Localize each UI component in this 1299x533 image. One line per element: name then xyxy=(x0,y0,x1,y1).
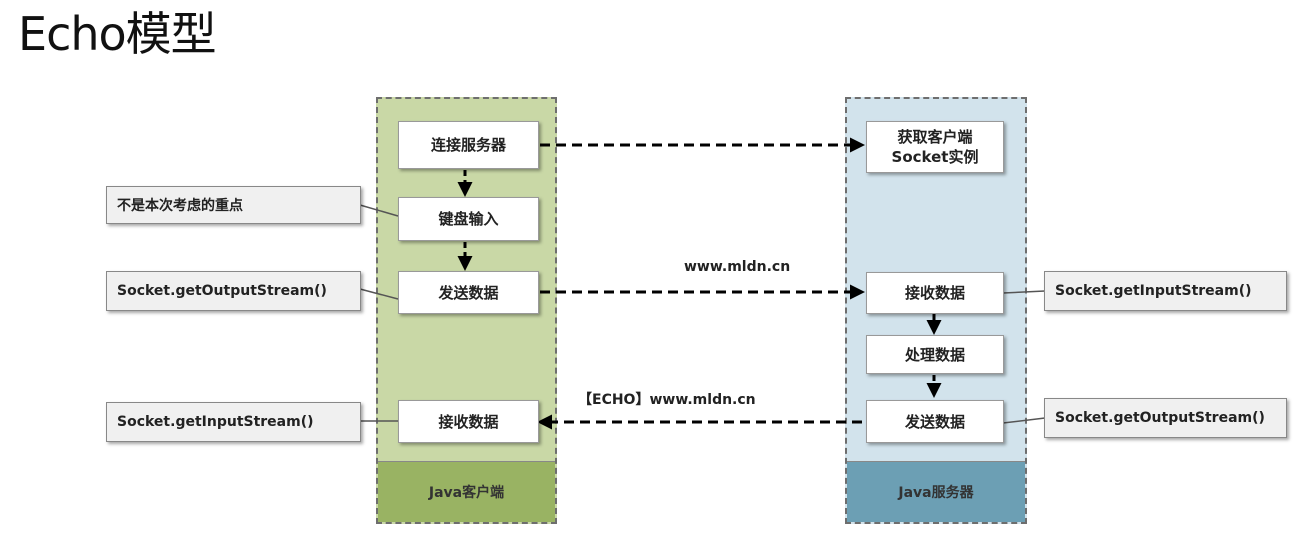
input-note: 不是本次考虑的重点 xyxy=(106,186,361,224)
server-receive-box: 接收数据 xyxy=(866,272,1004,314)
pointer-server-send-note xyxy=(1002,417,1046,424)
server-panel-label: Java服务器 xyxy=(847,461,1025,522)
server-send-note: Socket.getOutputStream() xyxy=(1044,398,1287,438)
request-label: www.mldn.cn xyxy=(684,259,791,275)
server-process-box: 处理数据 xyxy=(866,335,1004,374)
client-input-box: 键盘输入 xyxy=(398,197,539,241)
pointer-input-note xyxy=(359,204,399,217)
client-connect-box: 连接服务器 xyxy=(398,121,539,169)
client-send-note: Socket.getOutputStream() xyxy=(106,271,361,311)
pointer-server-receive-note xyxy=(1002,290,1046,294)
server-accept-box: 获取客户端 Socket实例 xyxy=(866,121,1004,173)
client-send-box: 发送数据 xyxy=(398,271,539,314)
server-send-box: 发送数据 xyxy=(866,400,1004,443)
page-title: Echo模型 xyxy=(18,7,217,61)
pointer-client-send-note xyxy=(359,288,399,300)
server-receive-note: Socket.getInputStream() xyxy=(1044,271,1287,311)
client-panel-label: Java客户端 xyxy=(378,461,555,522)
client-receive-box: 接收数据 xyxy=(398,400,539,443)
response-label: 【ECHO】www.mldn.cn xyxy=(578,392,756,408)
client-receive-note: Socket.getInputStream() xyxy=(106,402,361,442)
